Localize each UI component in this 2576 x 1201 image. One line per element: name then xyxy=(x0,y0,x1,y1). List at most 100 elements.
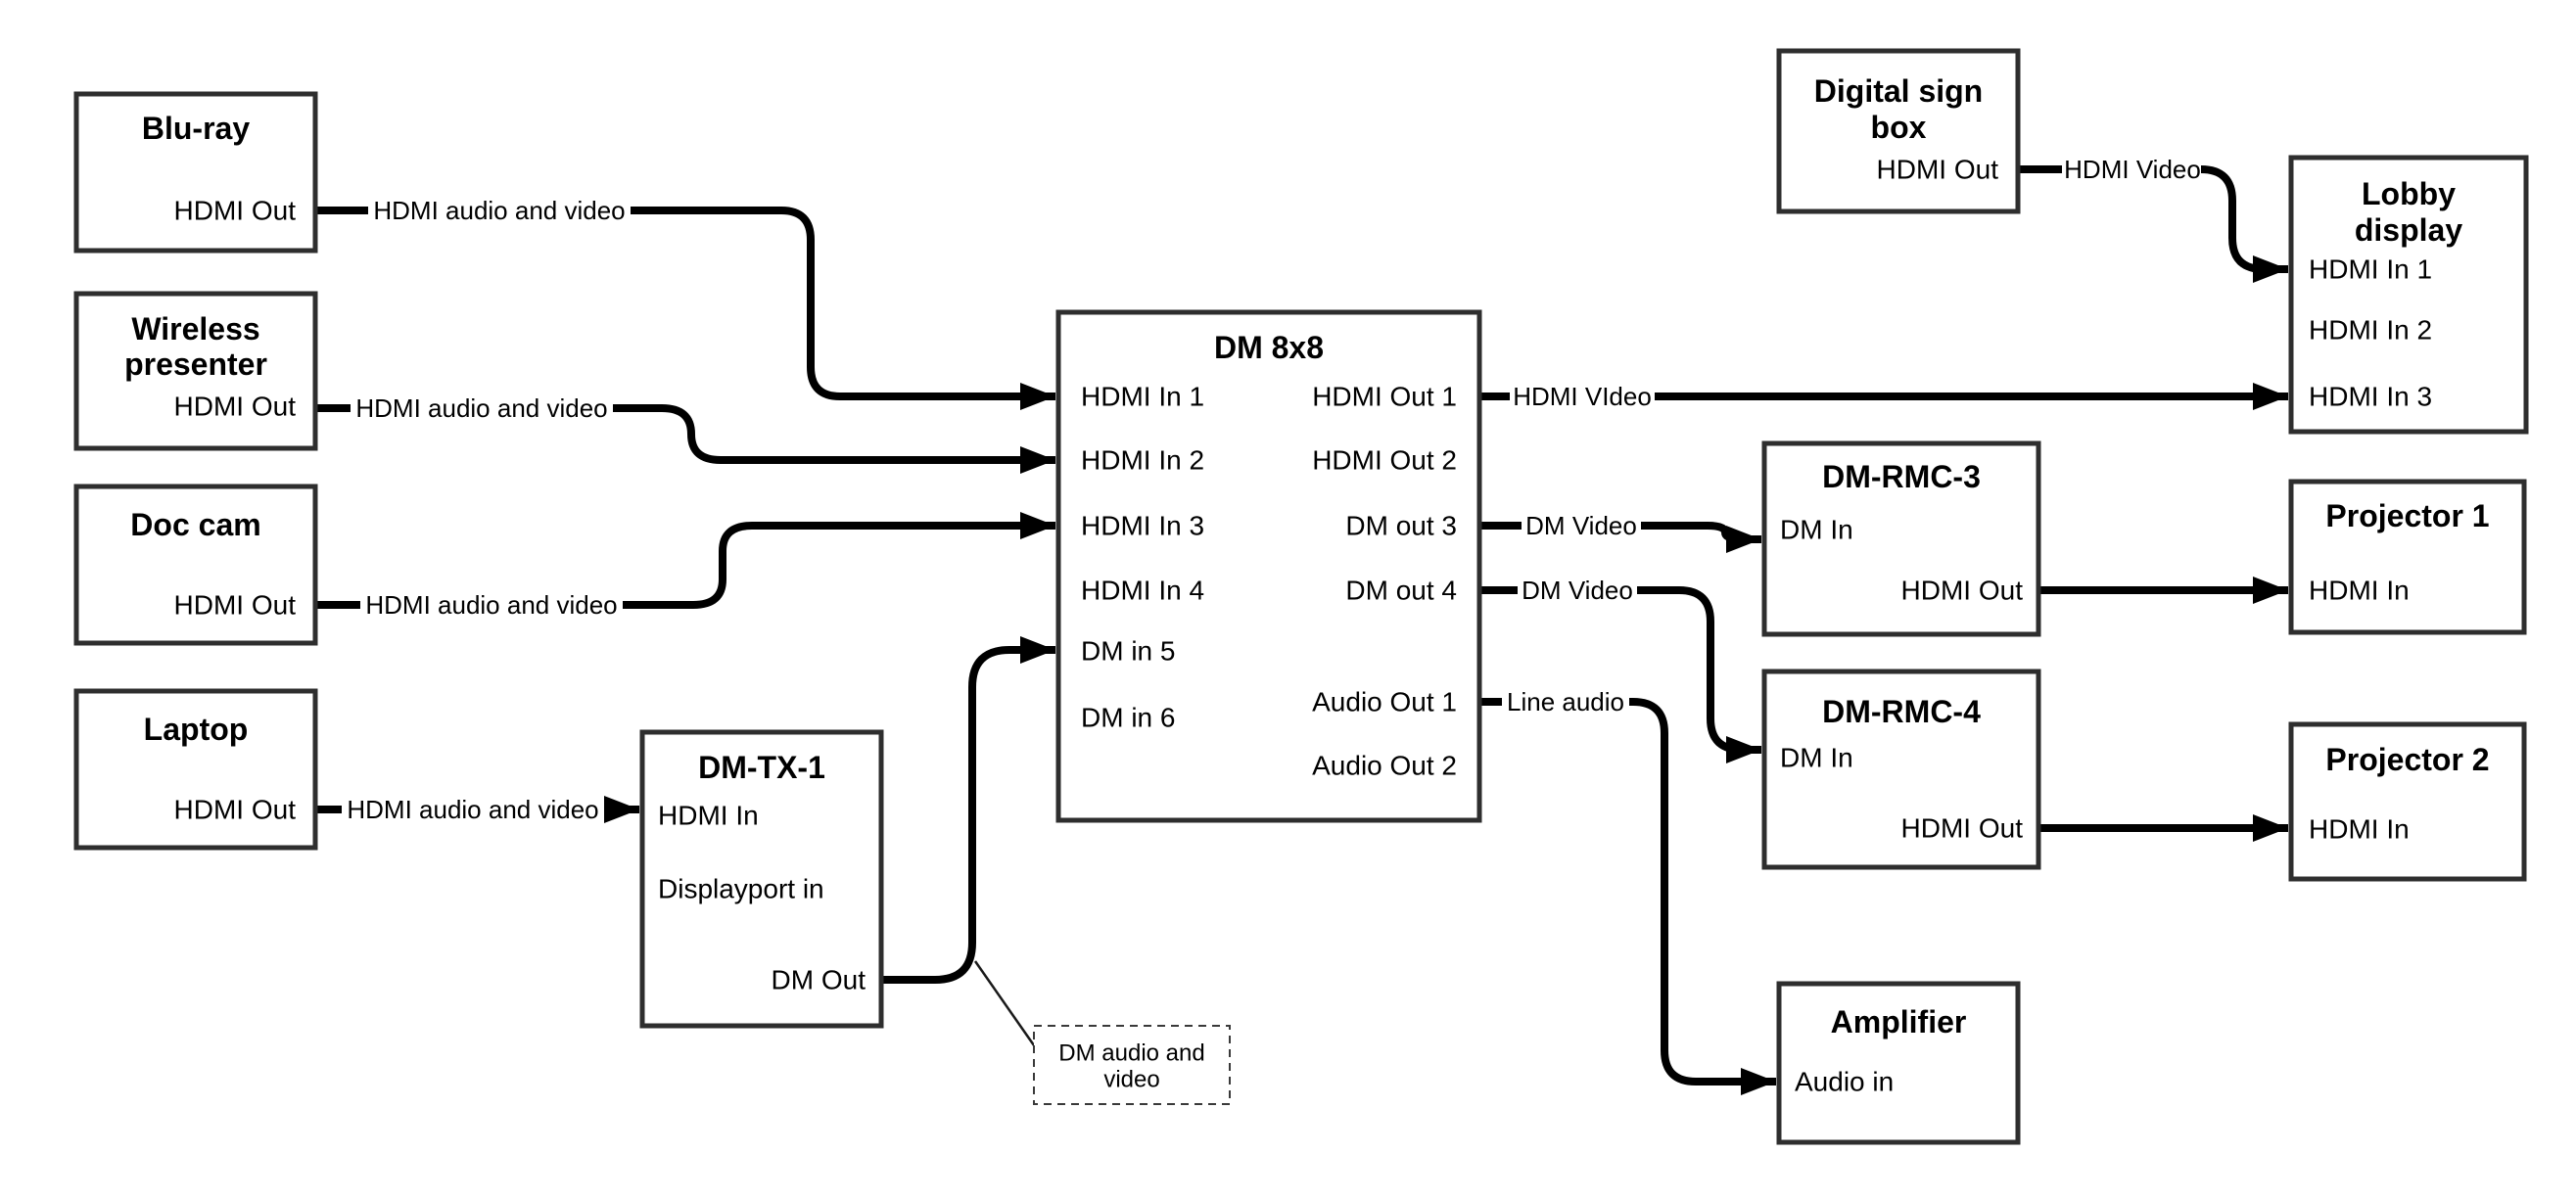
edge-label-bg xyxy=(360,588,623,622)
edge-wireless-to-dm8x8-hdmi-in-2 xyxy=(315,404,1055,474)
dm8x8-port-dm-out-4: DM out 4 xyxy=(1345,576,1457,606)
dm8x8-port-audio-out-2: Audio Out 2 xyxy=(1312,751,1457,781)
bluray-box xyxy=(73,91,318,254)
digital-sign-title-line2: box xyxy=(1871,110,1927,145)
dm8x8-port-hdmi-in-4: HDMI In 4 xyxy=(1081,576,1204,606)
edge-digitalsign-to-lobby-hdmi-in-1 xyxy=(2018,165,2288,283)
dmrmc3-port-dm-in: DM In xyxy=(1780,515,1853,545)
dm8x8-port-hdmi-in-3: HDMI In 3 xyxy=(1081,511,1204,541)
callout-text-line2: video xyxy=(1103,1067,1159,1093)
dmtx1-port-dm-out: DM Out xyxy=(772,965,866,995)
dm8x8-port-dm-in-5: DM in 5 xyxy=(1081,636,1175,667)
edge-label-bg xyxy=(1518,574,1637,607)
node-dmtx1: DM-TX-1 HDMI In Displayport in DM Out xyxy=(639,729,884,1029)
node-doccam: Doc cam HDMI Out xyxy=(73,484,318,646)
dm8x8-port-hdmi-in-2: HDMI In 2 xyxy=(1081,445,1204,476)
edge-label-bg xyxy=(1502,685,1629,718)
edge-bluray-to-dm8x8-hdmi-in-1 xyxy=(315,207,1055,410)
projector1-box xyxy=(2288,479,2527,635)
edge-label-out3-video: DM Video xyxy=(1525,511,1637,540)
node-dmrmc4: DM-RMC-4 DM In HDMI Out xyxy=(1761,669,2041,870)
dmtx1-title: DM-TX-1 xyxy=(698,750,825,785)
callout-dashed-box xyxy=(1033,1025,1231,1105)
node-digital-sign-box: Digital sign box HDMI Out xyxy=(1776,48,2021,214)
dmtx1-port-hdmi-in: HDMI In xyxy=(658,801,759,831)
dm8x8-box xyxy=(1055,309,1482,823)
lobby-port-hdmi-in-2: HDMI In 2 xyxy=(2309,315,2432,346)
edge-label-wireless-hdmi: HDMI audio and video xyxy=(355,393,607,423)
dm8x8-port-hdmi-in-1: HDMI In 1 xyxy=(1081,382,1204,412)
lobby-box xyxy=(2288,155,2529,435)
edge-label-bg xyxy=(1510,380,1655,413)
node-laptop: Laptop HDMI Out xyxy=(73,688,318,851)
laptop-box xyxy=(73,688,318,851)
digital-sign-box xyxy=(1776,48,2021,214)
dm8x8-port-hdmi-out-2: HDMI Out 2 xyxy=(1312,445,1457,476)
node-dm8x8: DM 8x8 HDMI In 1 HDMI In 2 HDMI In 3 HDM… xyxy=(1055,309,1482,823)
callout-text-line1: DM audio and xyxy=(1058,1040,1204,1067)
edge-label-bg xyxy=(368,194,631,227)
dmtx1-port-displayport-in: Displayport in xyxy=(658,874,824,904)
node-projector2: Projector 2 HDMI In xyxy=(2288,721,2527,882)
edge-doccam-to-dm8x8-hdmi-in-3 xyxy=(315,512,1055,609)
dmrmc4-port-hdmi-out: HDMI Out xyxy=(1901,813,2024,844)
dm8x8-port-audio-out-1: Audio Out 1 xyxy=(1312,687,1457,717)
doccam-box xyxy=(73,484,318,646)
lobby-title-line2: display xyxy=(2355,212,2462,248)
node-dmrmc3: DM-RMC-3 DM In HDMI Out xyxy=(1761,440,2041,637)
projector2-port-hdmi-in: HDMI In xyxy=(2309,814,2410,845)
callout-leader-line xyxy=(973,960,1036,1046)
edge-dm8x8-dm-out-3-to-dmrmc3-dm-in xyxy=(1479,522,1761,553)
laptop-port-hdmi-out: HDMI Out xyxy=(174,795,297,825)
projector2-box xyxy=(2288,721,2527,882)
edge-label-bg xyxy=(342,793,604,826)
dmtx1-box xyxy=(639,729,884,1029)
edge-label-sign-video: HDMI Video xyxy=(2064,155,2201,184)
wireless-box xyxy=(73,291,318,451)
wireless-title-line2: presenter xyxy=(124,346,267,382)
dm8x8-port-dm-out-3: DM out 3 xyxy=(1345,511,1457,541)
digital-sign-port-hdmi-out: HDMI Out xyxy=(1877,155,1999,185)
edge-dmtx1-to-dm8x8-dm-in-5 xyxy=(881,636,1055,984)
wireless-title-line1: Wireless xyxy=(131,311,259,346)
doccam-port-hdmi-out: HDMI Out xyxy=(174,590,297,621)
lobby-port-hdmi-in-1: HDMI In 1 xyxy=(2309,254,2432,285)
callout-dm-audio-video: DM audio and video xyxy=(973,960,1231,1105)
lobby-port-hdmi-in-3: HDMI In 3 xyxy=(2309,382,2432,412)
edge-dm8x8-dm-out-4-to-dmrmc4-dm-in xyxy=(1479,586,1761,763)
edge-label-laptop-hdmi: HDMI audio and video xyxy=(347,795,598,824)
dmrmc4-box xyxy=(1761,669,2041,870)
amplifier-title: Amplifier xyxy=(1831,1004,1967,1039)
projector2-title: Projector 2 xyxy=(2325,742,2489,777)
dm8x8-port-hdmi-out-1: HDMI Out 1 xyxy=(1312,382,1457,412)
node-amplifier: Amplifier Audio in xyxy=(1776,981,2021,1145)
edge-label-doccam-hdmi: HDMI audio and video xyxy=(365,590,617,620)
dm8x8-port-dm-in-6: DM in 6 xyxy=(1081,703,1175,733)
bluray-port-hdmi-out: HDMI Out xyxy=(174,196,297,226)
edge-label-bg xyxy=(1522,509,1641,542)
lobby-title-line1: Lobby xyxy=(2362,176,2456,211)
edge-label-out1-video: HDMI VIdeo xyxy=(1513,382,1652,411)
node-bluray: Blu-ray HDMI Out xyxy=(73,91,318,254)
doccam-title: Doc cam xyxy=(130,507,260,542)
laptop-title: Laptop xyxy=(144,712,249,747)
edge-label-bluray-hdmi: HDMI audio and video xyxy=(373,196,625,225)
node-lobby-display: Lobby display HDMI In 1 HDMI In 2 HDMI I… xyxy=(2288,155,2529,435)
dm8x8-title: DM 8x8 xyxy=(1214,330,1324,365)
edge-dm8x8-audio-out-1-to-amplifier-audio-in xyxy=(1479,698,1776,1095)
edge-label-bg xyxy=(2062,153,2201,186)
node-wireless-presenter: Wireless presenter HDMI Out xyxy=(73,291,318,451)
amplifier-port-audio-in: Audio in xyxy=(1795,1067,1894,1097)
wireless-port-hdmi-out: HDMI Out xyxy=(174,392,297,422)
dmrmc3-port-hdmi-out: HDMI Out xyxy=(1901,576,2024,606)
amplifier-box xyxy=(1776,981,2021,1145)
edge-labels: HDMI audio and video HDMI audio and vide… xyxy=(342,153,2201,826)
projector1-port-hdmi-in: HDMI In xyxy=(2309,576,2410,606)
dmrmc4-port-dm-in: DM In xyxy=(1780,743,1853,773)
bluray-title: Blu-ray xyxy=(142,111,250,146)
node-projector1: Projector 1 HDMI In xyxy=(2288,479,2527,635)
projector1-title: Projector 1 xyxy=(2325,498,2489,533)
edge-label-out4-video: DM Video xyxy=(1522,576,1633,605)
digital-sign-title-line1: Digital sign xyxy=(1814,73,1983,109)
